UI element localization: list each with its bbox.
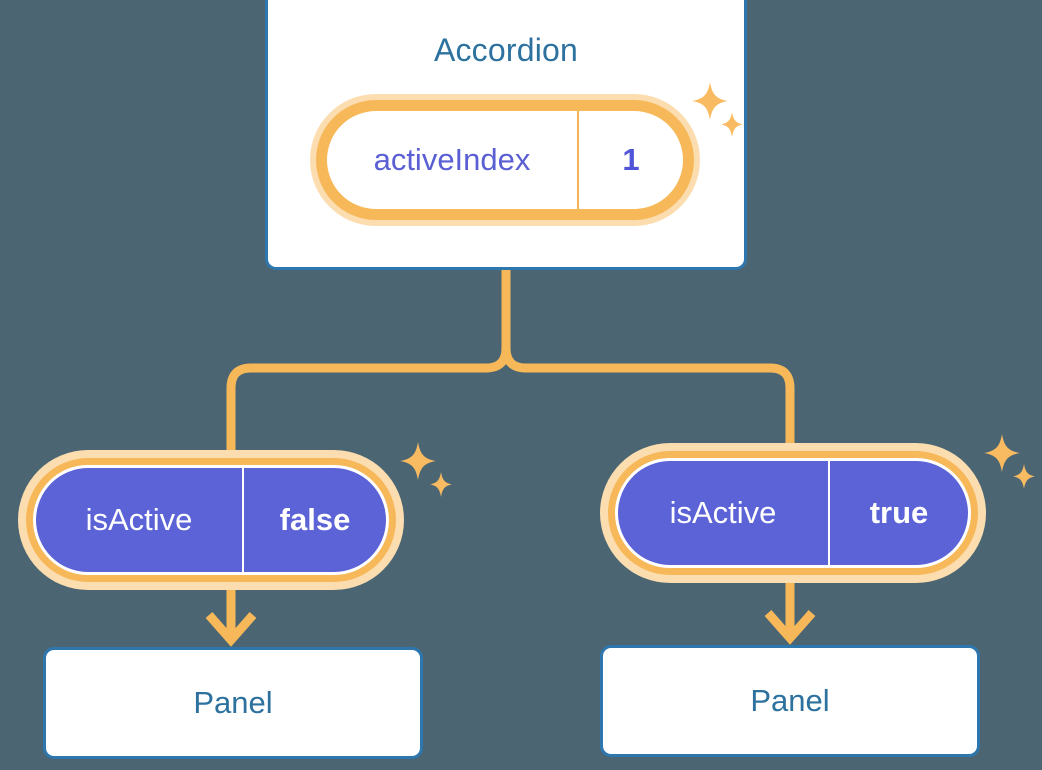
- branch-wire-right: [501, 347, 795, 447]
- sparkle-four-point-small-icon: [430, 472, 452, 497]
- state-value-label: 1: [622, 142, 640, 177]
- state-pill-left[interactable]: isActive false: [36, 468, 386, 572]
- component-title: Panel: [193, 685, 273, 720]
- state-pill-right[interactable]: isActive true: [618, 461, 968, 565]
- sparkle-four-point-large-icon: [400, 442, 436, 480]
- state-pill-root[interactable]: activeIndex 1: [327, 111, 683, 209]
- sparkle-cluster-left: [398, 440, 456, 511]
- arrow-head-left: [205, 612, 257, 647]
- sparkle-cluster-right: [982, 432, 1038, 503]
- state-value-label: true: [869, 495, 929, 530]
- sparkle-four-point-large-icon: [984, 434, 1020, 472]
- state-key-label: isActive: [36, 468, 244, 572]
- component-title: Accordion: [433, 32, 579, 68]
- sparkle-four-point-small-icon: [1013, 464, 1035, 489]
- state-key-label: activeIndex: [327, 111, 579, 209]
- component-title: Panel: [750, 683, 830, 718]
- component-card-panel-left[interactable]: Panel: [43, 647, 423, 759]
- component-card-panel-right[interactable]: Panel: [600, 645, 980, 757]
- state-key-label: isActive: [618, 461, 830, 565]
- state-value-label: false: [279, 502, 351, 537]
- arrow-head-right: [764, 610, 816, 645]
- branch-wire-left: [226, 347, 511, 452]
